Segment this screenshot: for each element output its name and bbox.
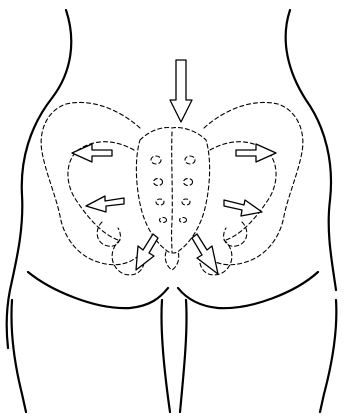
pelvis-bones [41,102,303,274]
left-buttock-fold [28,272,168,308]
arrow-left-middle [86,196,124,212]
sacral-foramen-r3 [182,199,190,205]
sacrum-outline [136,128,209,254]
right-buttock-fold [178,272,318,308]
body-outline [7,10,337,412]
sacral-foramen-l2 [154,179,163,186]
arrow-right-middle [224,200,262,216]
left-inner-thigh [161,300,170,412]
left-leg-outer [11,300,26,412]
left-waist-contour [7,10,72,348]
left-ilium-outline [41,102,142,264]
arrow-down-center [170,60,192,122]
right-leg-outer [320,300,336,412]
arrow-lower-left [136,234,158,270]
sacrum-midline [172,132,173,252]
sacral-foramen-r2 [184,179,193,186]
right-inner-thigh [180,300,187,412]
sacral-foramen-l1 [151,156,161,164]
arrow-lower-right [192,234,218,274]
force-arrows [72,60,276,274]
sacral-foramen-r4 [180,218,187,223]
sacral-foramen-r1 [185,156,195,164]
arrow-right-upper [236,144,276,162]
sacral-foramen-l4 [160,218,167,223]
right-waist-contour [286,10,336,290]
coccyx [165,252,179,270]
sacral-foramen-l3 [156,199,164,205]
right-ilium-outline [202,102,303,264]
arrow-left-upper [72,144,112,162]
